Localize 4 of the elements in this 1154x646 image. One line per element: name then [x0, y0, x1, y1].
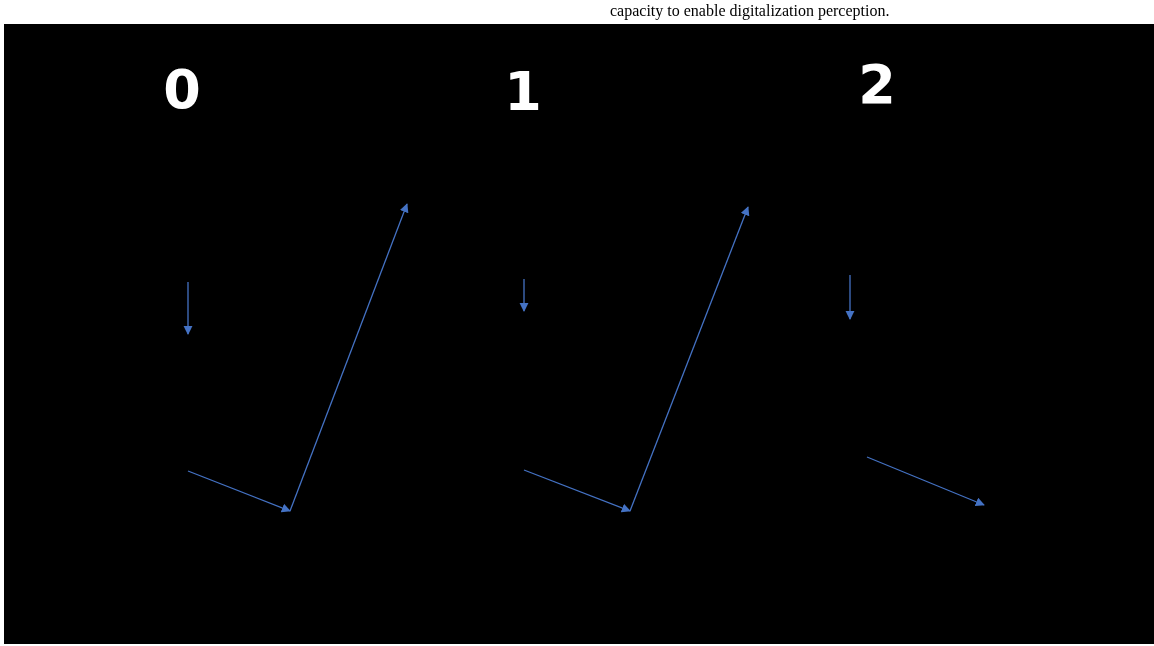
caption-text: capacity to enable digitalization perception. — [610, 2, 890, 20]
step-number: 1 — [504, 65, 542, 119]
step-number: 0 — [163, 63, 201, 117]
step-number: 2 — [858, 58, 896, 112]
